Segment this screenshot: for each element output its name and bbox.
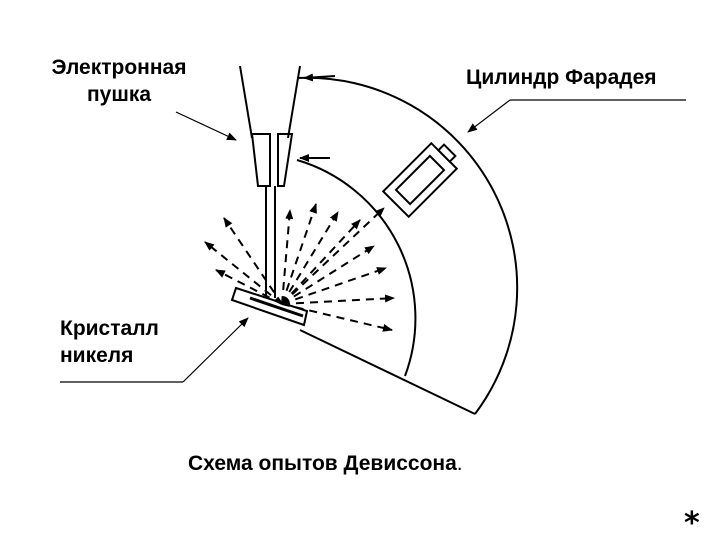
- nickel-crystal-label: Кристалл никеля: [60, 315, 159, 369]
- electron-gun-label-line2: пушка: [86, 83, 152, 106]
- caption-period: .: [456, 452, 463, 475]
- nickel-crystal-label-line2: никеля: [60, 344, 134, 367]
- outer-sector-arc: [296, 76, 519, 415]
- electron-gun: [239, 65, 301, 298]
- electron-gun-label: Электронная пушка: [40, 54, 198, 108]
- inner-sector-arc: [296, 159, 417, 377]
- scattered-electron-rays: [204, 203, 395, 332]
- electron-gun-label-line1: Электронная: [51, 56, 187, 79]
- sector-base-line: [299, 329, 476, 415]
- crystal-leader-arrow: [182, 317, 249, 383]
- faraday-leader-arrow: [467, 99, 511, 133]
- caption-text: Схема опытов Девиссона: [188, 452, 457, 475]
- gun-leader-line: [175, 111, 237, 141]
- slide-asterisk: *: [684, 506, 700, 541]
- outer-arc-arrow: [303, 73, 336, 82]
- faraday-cylinder-label: Цилиндр Фарадея: [466, 66, 657, 89]
- faraday-cylinder: [381, 141, 459, 219]
- crystal-hatch: [249, 296, 304, 318]
- diagram-caption: Схема опытов Девиссона.: [188, 452, 463, 476]
- nickel-crystal-label-line1: Кристалл: [60, 317, 159, 340]
